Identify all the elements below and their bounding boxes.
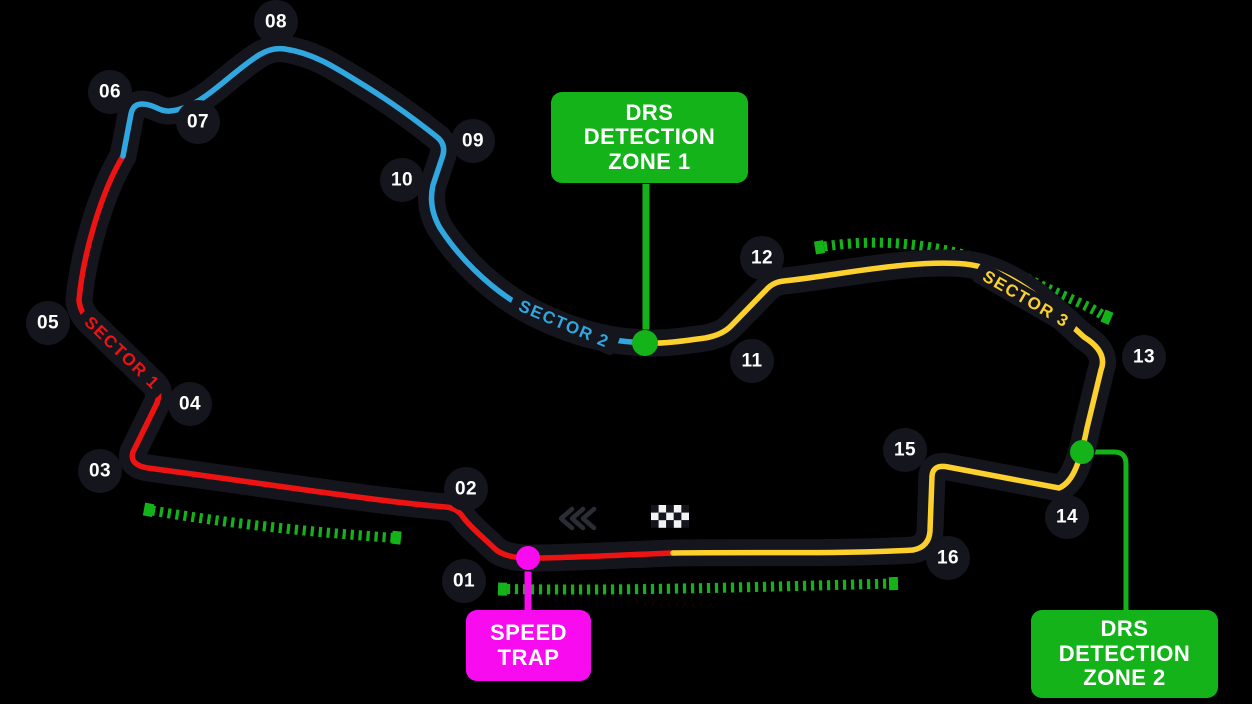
speed-trap-line1: SPEED [489,619,568,645]
svg-text:02: 02 [455,479,477,500]
drs-detection-point-2 [1070,440,1094,464]
drs-zone-dashes-main-straight [497,576,899,596]
svg-text:05: 05 [37,313,59,334]
svg-text:15: 15 [894,440,916,461]
svg-text:08: 08 [265,12,287,33]
turn-marker-15: 15 [883,428,927,472]
direction-arrows-icon [558,506,597,531]
turn-marker-08: 08 [254,0,298,44]
turn-marker-12: 12 [740,236,784,280]
sector1-line [76,153,676,561]
svg-text:01: 01 [453,571,475,592]
sector3-line [642,260,1106,556]
drs-detection-zone-1-label: DRS DETECTION ZONE 1 [551,92,748,183]
turn-marker-07: 07 [176,100,220,144]
speed-trap-point [516,546,540,570]
drs1-line3: ZONE 1 [608,148,691,174]
svg-text:16: 16 [937,548,959,569]
drs2-line1: DRS [1100,616,1149,642]
svg-text:09: 09 [462,131,484,152]
drs2-connector-line [1082,449,1129,612]
turn-marker-16: 16 [926,536,970,580]
svg-text:04: 04 [179,394,201,415]
finish-flag-icon [651,505,689,528]
drs-detection-zone-2-label: DRS DETECTION ZONE 2 [1031,610,1218,698]
svg-text:13: 13 [1133,347,1155,368]
turn-marker-02: 02 [444,467,488,511]
svg-text:11: 11 [741,351,762,372]
svg-text:10: 10 [391,170,413,191]
turn-marker-10: 10 [380,158,424,202]
svg-text:07: 07 [187,112,209,133]
drs-zone-dashes-turn12 [814,237,1114,325]
svg-text:03: 03 [89,461,111,482]
drs1-line1: DRS [625,99,674,125]
svg-text:06: 06 [99,82,121,103]
sector2-label: SECTOR 2 [508,292,620,356]
sector2-line [120,45,648,346]
svg-text:14: 14 [1056,507,1078,528]
svg-text:SECTOR 1: SECTOR 1 [81,313,164,394]
drs1-line2: DETECTION [583,124,716,150]
turn-marker-06: 06 [88,70,132,114]
turn-marker-05: 05 [26,301,70,345]
sector1-label: SECTOR 1 [75,307,169,399]
turn-marker-13: 13 [1122,335,1166,379]
drs-zone-dashes-turn3 [142,502,402,545]
turn-marker-01: 01 [442,559,486,603]
turn-marker-09: 09 [451,119,495,163]
turn-marker-03: 03 [78,449,122,493]
turn-marker-11: 11 [730,339,774,383]
drs2-line3: ZONE 2 [1083,665,1166,691]
turn-marker-04: 04 [168,382,212,426]
drs2-line2: DETECTION [1058,640,1191,666]
svg-text:12: 12 [751,248,773,269]
drs-detection-point-1 [632,330,658,356]
speed-trap-label: SPEED TRAP [466,610,591,681]
turn-marker-14: 14 [1045,495,1089,539]
speed-trap-line2: TRAP [497,644,560,670]
